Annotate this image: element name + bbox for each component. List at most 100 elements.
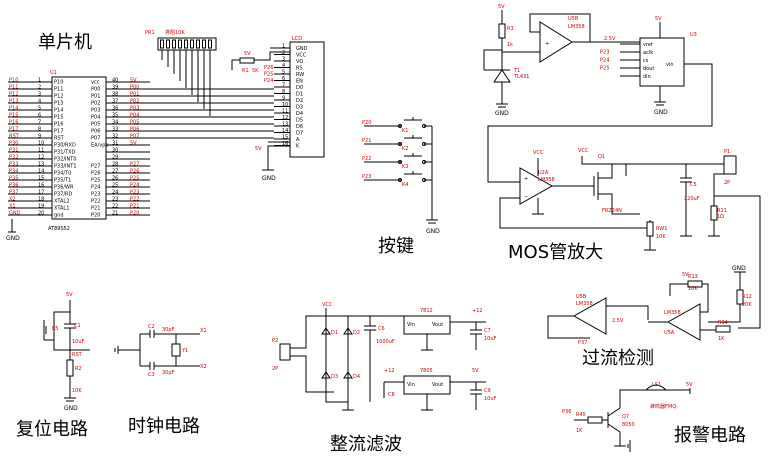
alarm-wires [619,388,691,408]
rp-legs [160,39,212,116]
rectifier-block: P2 2P VCC D1 D2 D3 D4 C6 1000uF 7812 Vin… [272,302,497,411]
mcu-left-num: 14 [38,169,44,175]
mcu-inner-right: P24 [91,185,100,191]
mcu-inner-right: P21 [91,206,100,212]
rect-c9-ref: C9 [484,388,491,394]
key-contact [398,124,402,128]
title-alarm: 报警电路 [674,425,746,446]
mos-sense-wire [714,195,761,329]
ref-u5b-wires [529,13,640,43]
lcd-block: LCD GND1VCC2VO3RS4P26RW5P25EN6P24D07D18D… [231,36,325,182]
mcu-inner-left: P15 [54,115,63,121]
mcu-left-net: P37 [9,190,18,196]
key-switch[interactable] [364,171,432,181]
key-switch[interactable] [364,135,432,145]
rect-c8-ref: C8 [388,392,395,398]
alarm-net: P36 [562,409,571,415]
rect-reg1: 7812 [420,308,433,314]
rp-element [178,39,182,49]
mos-p1-ref: P1 [724,149,730,155]
mcu-inner-left: P16 [54,122,63,128]
oc-u5b-body [572,297,607,335]
mcu-left-net: P34 [9,169,18,175]
adc-vin-wire [487,63,713,183]
lcd-pin-label: VCC [296,53,307,59]
rp-ref: PR1 [145,30,155,36]
oc-p37: P37 [578,340,587,346]
reset-gnd [64,376,76,402]
reset-c-ref: C1 [74,323,81,329]
rp-element [172,39,176,49]
mcu-inner-right: EA/vpp [91,143,109,149]
lcd-gnd-label: GND [262,175,276,182]
mcu-left-num: 1 [38,78,41,84]
mcu-right-net: P24 [130,183,139,189]
mcu-right-net: P21 [130,204,139,210]
mcu-right-net: 5V [130,78,137,84]
mcu-right-num: 29 [112,155,118,161]
reset-gnd-label: GND [64,405,78,412]
mcu-left-num: 6 [38,113,41,119]
lcd-pin-num: 11 [282,109,288,115]
clock-gnd-wire [118,333,150,367]
oc-u5a-body [666,303,701,341]
ref-tl431-fb [483,49,502,71]
mcu-inner-right: P20 [91,213,100,219]
title-keys: 按键 [378,236,414,257]
lcd-pin-label: D4 [296,111,303,117]
reset-net: RST [72,352,83,358]
key-switch[interactable] [364,153,432,163]
mcu-left-net: GND [9,211,21,217]
oc-r14-body [715,325,731,333]
lcd-pin-num: 8 [282,89,285,95]
mcu-chip-name: AT89S52 [48,226,70,232]
mcu-right-net: P25 [130,176,139,182]
rect-p2-body [279,343,291,361]
ref-gnd [496,103,508,108]
mos-c5-ref: C5 [690,182,697,188]
mcu-left-net: P11 [9,85,18,91]
oc-r13-ref: R13 [688,274,698,280]
mcu-left-num: 20 [38,211,44,217]
lcd-pin-num: 7 [282,83,285,89]
oc-r14-ref: R14 [718,320,728,326]
mcu-inner-right: P06 [91,129,100,135]
lcd-body [289,41,325,158]
mcu-inner-right: P07 [91,136,100,142]
lcd-r1-value: 5K [252,68,259,74]
mcu-right-num: 30 [112,148,118,154]
ref-r3-body [498,23,506,39]
key-ref: K1 [402,128,408,134]
mcu-gnd-label: GND [6,235,20,242]
oc-u5a-ref: U5A [664,330,675,336]
reset-wires [53,300,76,360]
mcu-left-net: P31 [9,148,18,154]
ref-u5b-ref: U5B [568,16,579,22]
mcu-right-num: 32 [112,134,118,140]
mcu-left-num: 13 [38,162,44,168]
key-contact [398,160,402,164]
rp-element [166,39,170,49]
mcu-inner-left: P32/INT0 [54,157,77,163]
key-switch[interactable] [364,117,432,127]
mcu-inner-right: P22 [91,199,100,205]
mos-c5-symbol [680,164,692,237]
oc-supply: 5V [682,272,689,278]
rect-v12: +12 [472,308,483,314]
rect-vcc: VCC [322,302,333,308]
oc-r12-wires [708,271,746,323]
adc-supply: 5V [655,16,662,22]
mos-q1-ref: Q1 [598,154,605,160]
ref-r3-ref: R3 [507,26,514,32]
key-net: P20 [362,120,371,126]
lcd-pin-num: 14 [282,128,288,134]
clock-c3-ref: C3 [148,372,155,378]
key-net: P22 [362,156,371,162]
rect-reg1-wires [421,321,486,351]
mcu-inner-right: P00 [91,87,100,93]
mcu-right-net: P26 [130,169,139,175]
mcu-inner-left: P33/INT1 [54,164,77,170]
mcu-inner-left: XTAL1 [54,206,69,212]
